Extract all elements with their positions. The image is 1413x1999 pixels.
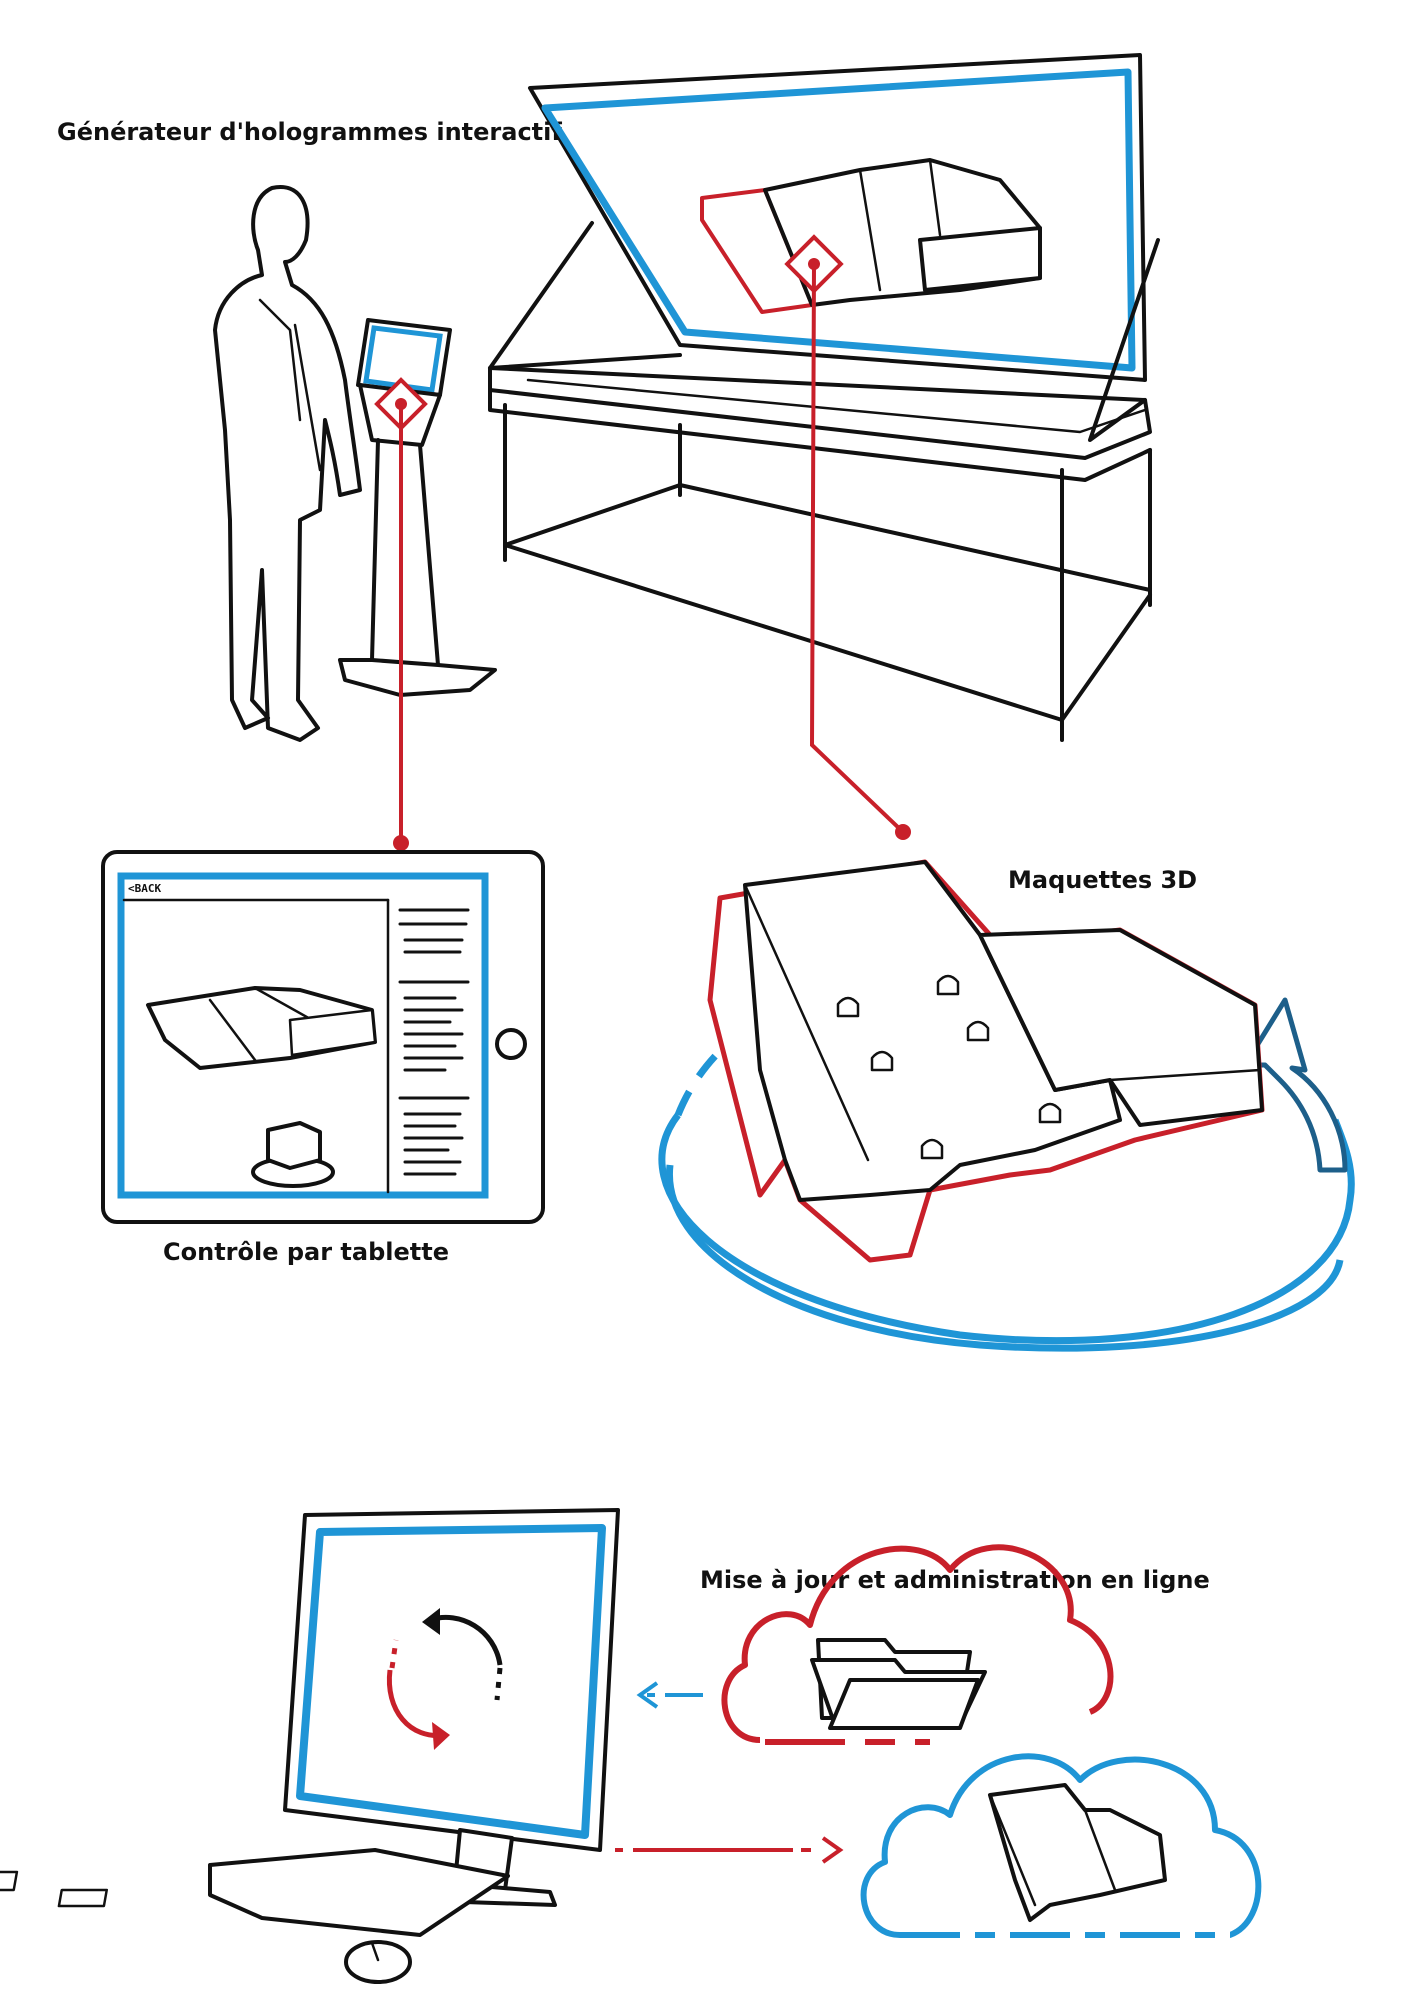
person-figure (215, 187, 360, 740)
folder-icon (812, 1640, 985, 1728)
arrow-cloud-to-computer (640, 1683, 703, 1707)
desktop-monitor (285, 1510, 618, 1905)
tablet-back-button[interactable]: <BACK (128, 882, 161, 895)
hologram-table (490, 55, 1158, 740)
kiosk-stand (340, 320, 495, 695)
label-hologram-generator: Générateur d'hologrammes interactif (57, 118, 562, 146)
mouse (346, 1942, 410, 1982)
keyboard (0, 1850, 508, 1935)
arrow-computer-to-cloud (615, 1838, 840, 1862)
label-models-3d: Maquettes 3D (1008, 866, 1197, 894)
tablet-device: <BACK (103, 852, 543, 1222)
hologram-model (702, 160, 1040, 312)
building-model (710, 862, 1262, 1260)
label-tablet-control: Contrôle par tablette (163, 1238, 449, 1266)
label-online-update: Mise à jour et administration en ligne (700, 1566, 1210, 1594)
